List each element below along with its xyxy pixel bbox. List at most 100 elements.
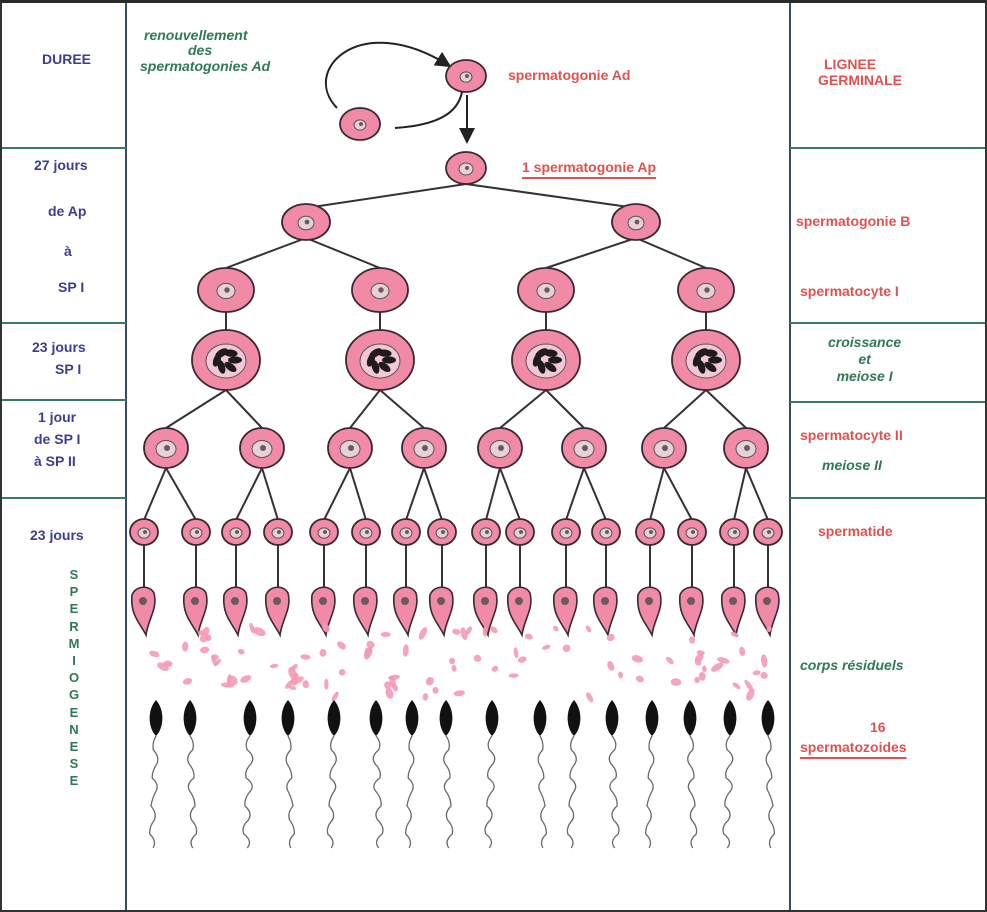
duration-header: DUREE [42,51,92,67]
spermiogenese-letter: E [69,773,79,789]
spermatide-cell [719,518,749,546]
residual-body [149,650,160,658]
spermatocyte-2-cell [143,427,189,469]
spermatide-cell [471,518,501,546]
elongating-spermatide [428,586,454,638]
germline-header: LIGNEE GERMINALE [818,56,902,88]
growing-spermatocyte-1-cell [511,329,581,391]
residual-body [237,648,245,655]
residual-body [288,666,297,680]
spermatozoide [722,700,737,849]
elongating-spermatide [310,586,336,638]
residual-body [553,625,559,632]
residual-body [508,673,519,678]
spermatogonie-b-cell [281,203,331,241]
right-row-dividers [790,147,985,499]
renewed-spermatogonie-cell [339,107,381,141]
residual-body [752,670,761,676]
spermatogonie-ap-cell [445,151,487,185]
spermatocyte-2-cell [401,427,447,469]
growing-spermatocyte-1-cell [191,329,261,391]
elongating-spermatide [130,586,156,638]
residual-body [524,633,533,640]
elongating-spermatide [264,586,290,638]
spermiogenese-letter: M [68,635,80,651]
residual-body [366,640,375,649]
duration-1-day: 1 jour [38,409,77,425]
residual-body [182,641,189,652]
residual-body [211,654,217,667]
residual-body [744,679,754,692]
residual-body [694,653,704,663]
spermatide-cell [309,518,339,546]
spermiogenese-letter: N [69,721,79,737]
spermatozoide [326,700,341,849]
spermatide-cell [427,518,457,546]
residual-body [517,656,527,663]
residual-body [716,657,730,664]
residual-body [746,688,755,701]
spermatocyte-1-cell [351,267,409,313]
residual-body [689,636,696,644]
residual-body [618,671,623,679]
spermatogonie-ad-cell [445,59,487,93]
spermatide-cell [505,518,535,546]
residual-bodies-label: corps résiduels [800,657,904,673]
residual-body [562,644,571,652]
renewal-label-line2: des [188,42,213,59]
residual-body [418,627,428,640]
spermatocyte-1-cell [517,267,575,313]
spermatocyte-2-cell [327,427,373,469]
duration-23-days: 23 jours [32,339,86,355]
spermatide-cell [351,518,381,546]
residual-body [473,654,482,662]
residual-body [402,644,409,657]
residual-body [228,675,238,685]
spermatogonie-b-cell [611,203,661,241]
residual-body [197,630,206,636]
spermiogenese-letter: S [69,756,79,772]
growing-spermatocyte-1-cell [671,329,741,391]
growing-spermatocyte-1-cell [345,329,415,391]
elongating-spermatide [352,586,378,638]
residual-body [465,626,472,635]
residual-body [694,676,700,684]
sperm-count: 16 [870,719,886,735]
spermatozoide [149,700,163,849]
spermatocyte-1-cell [677,267,735,313]
residual-body [384,681,392,689]
label-spermatocyte-1: spermatocyte I [800,283,899,299]
spermiogenese-letter: E [69,739,79,755]
label-spermatogonie-ap: 1 spermatogonie Ap [522,159,657,175]
spermatide-cell [635,518,665,546]
residual-body [363,646,373,660]
residual-body [205,634,212,642]
spermiogenese-letter: S [69,567,79,582]
germline-header-line1: LIGNEE [824,56,877,72]
spermatocyte-2-cell [477,427,523,469]
residual-body [702,665,707,673]
duration-27-days: 27 jours [34,157,88,173]
spermatocyte-2-cell [561,427,607,469]
growth-label: croissance [828,334,902,350]
residual-body [760,654,768,668]
spermatide-cell [677,518,707,546]
residual-body [760,672,768,679]
elongating-spermatide [222,586,248,638]
elongating-spermatide [720,586,746,638]
residual-body [338,669,346,676]
elongating-spermatide [552,586,578,638]
duration-to-sp2: à SP II [34,453,76,469]
spermatozoide [533,700,547,849]
spermatozoide [645,700,659,849]
left-row-dividers [0,147,126,499]
residual-body [635,675,644,683]
spermatozoide [242,700,257,849]
elongating-spermatide [592,586,618,638]
spermatide-cell [391,518,421,546]
residual-body [422,693,429,701]
residual-body [698,671,706,681]
germline-header-line2: GERMINALE [818,72,902,89]
spermatocyte-2-cell [239,427,285,469]
